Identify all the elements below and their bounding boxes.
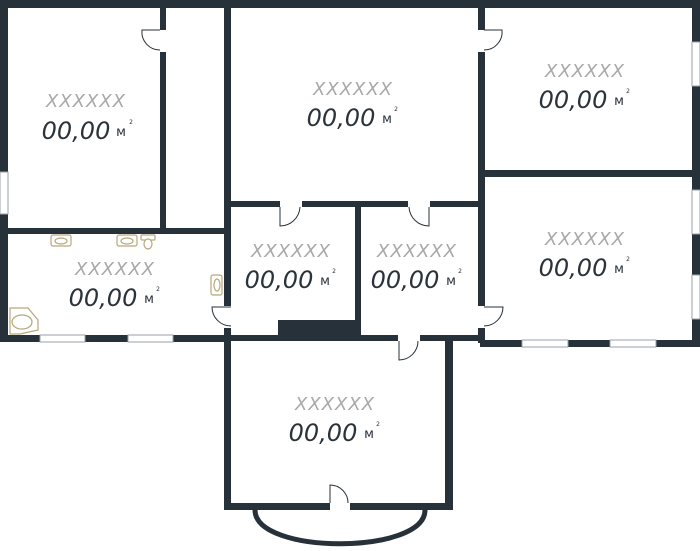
door-swing-8 xyxy=(329,484,349,504)
wall-v1 xyxy=(160,8,166,233)
window-right-1 xyxy=(691,41,700,87)
window-right-3 xyxy=(691,274,700,320)
wall-lower-right xyxy=(445,338,453,510)
door-gap-6 xyxy=(477,306,486,328)
window-bottom-4 xyxy=(609,339,657,348)
door-gap-4 xyxy=(408,200,430,208)
sink-icon xyxy=(116,234,138,247)
room-unit-sup: 2 xyxy=(129,119,133,126)
room-name: XXXXXX xyxy=(544,61,625,82)
room-name: XXXXXX xyxy=(544,229,625,250)
room-area: 00,00 xyxy=(69,284,138,312)
room-area: 00,00 xyxy=(245,266,314,294)
room-name: XXXXXX xyxy=(45,91,126,112)
bay-window-arc xyxy=(252,509,428,547)
doors xyxy=(141,29,504,511)
room-unit: м xyxy=(446,274,456,289)
room-unit: м xyxy=(320,274,330,289)
room-label-4: XXXXXX 00,00 м 2 xyxy=(245,241,336,294)
room-unit: м xyxy=(116,125,126,140)
fixtures xyxy=(9,234,223,335)
room-unit-sup: 2 xyxy=(332,268,336,275)
room-label-7: XXXXXX 00,00 м 2 xyxy=(69,259,160,312)
wall-h2 xyxy=(228,201,483,207)
window-bottom-1 xyxy=(39,334,86,343)
window-bottom-3 xyxy=(521,339,569,348)
room-unit: м xyxy=(382,112,392,127)
room-unit-sup: 2 xyxy=(394,106,398,113)
room-area: 00,00 xyxy=(307,104,376,132)
room-label-5: XXXXXX 00,00 м 2 xyxy=(371,241,462,294)
wall-h3 xyxy=(480,170,700,177)
room-unit-sup: 2 xyxy=(626,256,630,263)
windows xyxy=(0,41,700,348)
wall-sink-icon xyxy=(210,274,223,296)
wall-block xyxy=(278,320,358,340)
sink-icon xyxy=(50,234,72,247)
door-swing-5 xyxy=(211,306,232,327)
wall-lower-left xyxy=(224,338,231,510)
room-label-1: XXXXXX 00,00 м 2 xyxy=(42,91,133,145)
toilet-icon xyxy=(140,234,156,250)
door-swing-4 xyxy=(408,206,430,227)
window-right-2 xyxy=(691,189,700,235)
door-gap-3 xyxy=(280,200,302,208)
room-label-2: XXXXXX 00,00 м 2 xyxy=(307,79,398,132)
door-gap-8 xyxy=(330,502,350,511)
room-unit-sup: 2 xyxy=(458,268,462,275)
room-area: 00,00 xyxy=(539,86,608,114)
door-gap-2 xyxy=(477,30,486,52)
room-name: XXXXXX xyxy=(294,394,375,415)
door-gap-5 xyxy=(223,306,232,328)
door-swing-1 xyxy=(141,29,161,51)
room-unit-sup: 2 xyxy=(156,286,160,293)
door-swing-6 xyxy=(483,306,504,327)
room-unit: м xyxy=(614,94,624,109)
window-bottom-2 xyxy=(127,334,174,343)
room-label-6: XXXXXX 00,00 м 2 xyxy=(539,229,630,282)
room-area: 00,00 xyxy=(289,419,358,447)
wall-right-bottom xyxy=(480,340,700,347)
door-gap-7 xyxy=(398,334,420,342)
room-area: 00,00 xyxy=(539,254,608,282)
room-name: XXXXXX xyxy=(376,241,457,262)
room-unit: м xyxy=(144,292,154,307)
window-left xyxy=(0,171,9,215)
door-swing-7 xyxy=(398,340,419,361)
room-label-3: XXXXXX 00,00 м 2 xyxy=(539,61,630,114)
wall-outer-top xyxy=(0,0,700,8)
wall-left-bottom xyxy=(0,335,230,342)
room-name: XXXXXX xyxy=(312,79,393,100)
door-gap-1 xyxy=(159,30,167,52)
room-area: 00,00 xyxy=(371,266,440,294)
room-name: XXXXXX xyxy=(250,241,331,262)
wall-outer-left xyxy=(0,0,8,342)
room-unit: м xyxy=(364,427,374,442)
room-name: XXXXXX xyxy=(74,259,155,280)
bathtub-icon xyxy=(9,307,39,335)
door-swing-2 xyxy=(483,29,503,51)
room-unit-sup: 2 xyxy=(626,88,630,95)
room-unit: м xyxy=(614,262,624,277)
wall-v2 xyxy=(224,8,231,343)
walls xyxy=(0,0,700,510)
door-swing-3 xyxy=(279,206,301,227)
room-label-8: XXXXXX 00,00 м 2 xyxy=(289,394,380,447)
room-unit-sup: 2 xyxy=(376,421,380,428)
wall-h1 xyxy=(0,228,230,234)
room-area: 00,00 xyxy=(42,117,111,145)
wall-v4 xyxy=(355,204,361,340)
